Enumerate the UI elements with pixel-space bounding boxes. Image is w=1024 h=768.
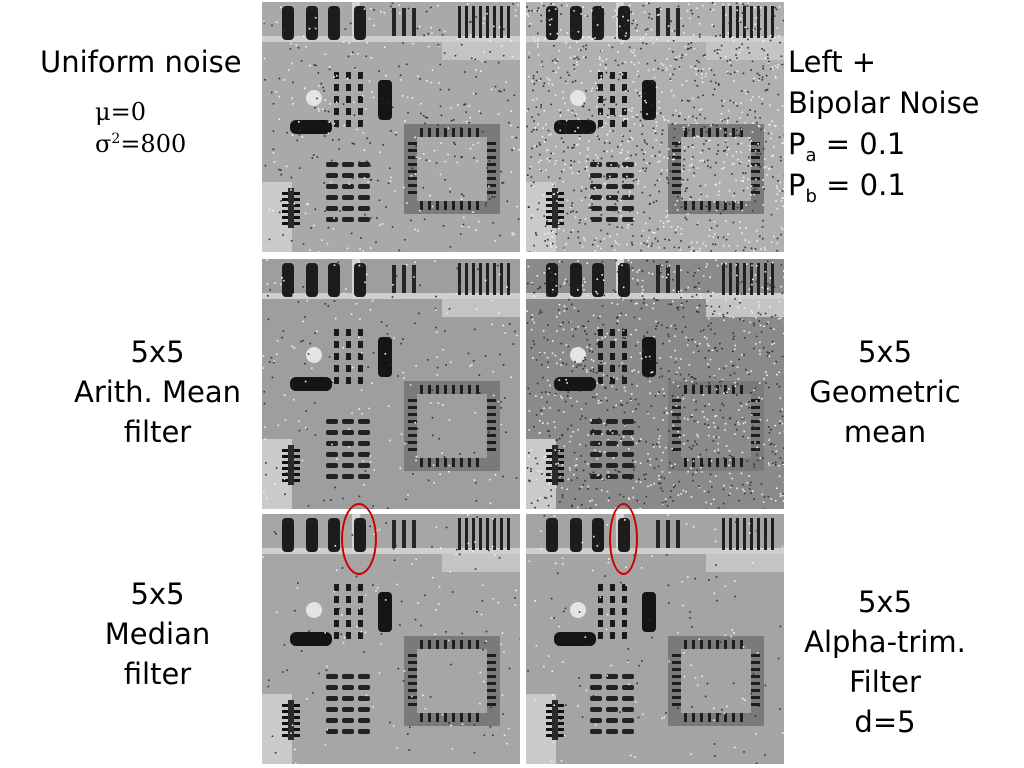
- mu-value: μ=0: [95, 98, 146, 126]
- panel-geometric-mean: [526, 259, 784, 509]
- pa-value: Pa = 0.1: [788, 127, 906, 166]
- circuit-image: [526, 2, 784, 252]
- panel-arith-mean: [262, 259, 520, 509]
- circuit-image: [262, 2, 520, 252]
- noise-parameters: μ=0 σ2=800: [95, 96, 186, 160]
- bipolar-noise-label: Left + Bipolar Noise Pa = 0.1 Pb = 0.1: [788, 42, 980, 206]
- panel-uniform-noise: [262, 2, 520, 252]
- left-plus-text: Left +: [788, 45, 877, 79]
- panel-alpha-trim: [526, 514, 784, 764]
- circuit-image: [526, 514, 784, 764]
- circuit-image: [262, 259, 520, 509]
- uniform-noise-title: Uniform noise: [40, 45, 242, 79]
- highlight-ellipse-median: [341, 503, 377, 575]
- circuit-image: [526, 259, 784, 509]
- circuit-image: [262, 514, 520, 764]
- highlight-ellipse-alpha-trim: [609, 503, 638, 575]
- pb-value: Pb = 0.1: [788, 168, 906, 207]
- panel-uniform-plus-bipolar: [526, 2, 784, 252]
- panel-median: [262, 514, 520, 764]
- bipolar-noise-text: Bipolar Noise: [788, 86, 980, 120]
- sigma-value: σ2=800: [95, 130, 187, 158]
